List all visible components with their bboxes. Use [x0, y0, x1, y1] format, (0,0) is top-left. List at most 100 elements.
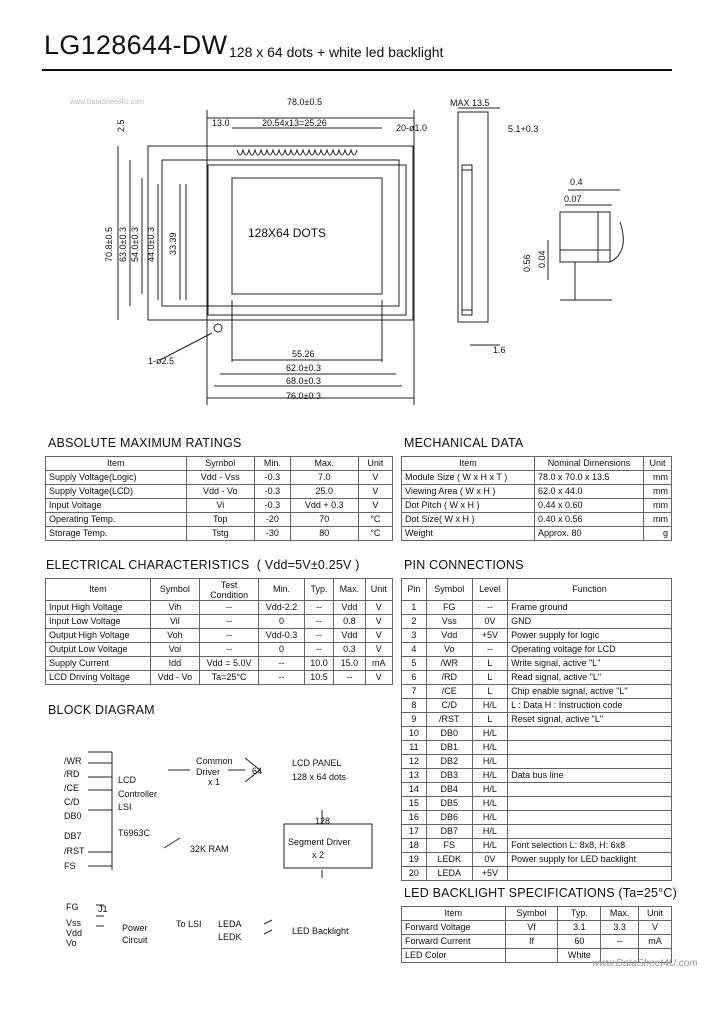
pin-cell: 8: [401, 698, 427, 713]
pin-cell: /RST: [425, 712, 473, 727]
pin-cell: 10: [401, 726, 427, 741]
block-title: BLOCK DIAGRAM: [48, 703, 155, 717]
page-title: LG128644-DW: [44, 30, 228, 60]
pin-cell: 20: [401, 866, 427, 881]
to-lsi: To LSI: [176, 919, 202, 929]
pin-cell: 18: [401, 838, 427, 853]
pin-cell: /WR: [425, 656, 473, 671]
pin-cell: FS: [425, 838, 473, 853]
backlight-label: LED Backlight: [292, 926, 349, 936]
common-64: 64: [252, 766, 262, 776]
pin-cell: 5: [401, 656, 427, 671]
hole-label: 1-ø2.5: [148, 356, 174, 366]
pin-cell: --: [471, 642, 509, 657]
signal-db7: DB7: [64, 831, 82, 841]
ledk: LEDK: [218, 932, 242, 942]
ctrl-chip: T6963C: [118, 828, 151, 838]
signal-wr: /WR: [64, 756, 82, 766]
pin-cell: Frame ground: [507, 600, 672, 615]
ram-label: 32K RAM: [190, 844, 229, 854]
pin-cell: +5V: [471, 628, 509, 643]
signal-rd: /RD: [64, 769, 80, 779]
dim-680: 68.0±0.3: [286, 376, 321, 386]
pin-cell: Vss: [425, 614, 473, 629]
pin-cell: [507, 810, 672, 825]
dim-620: 62.0±0.3: [286, 363, 321, 373]
pin-cell: 3: [401, 628, 427, 643]
pin-cell: DB6: [425, 810, 473, 825]
pin-cell: [507, 740, 672, 755]
leda: LEDA: [218, 919, 242, 929]
power-vdd: Vdd: [66, 928, 82, 938]
pin-cell: 0V: [471, 852, 509, 867]
panel-line1: LCD PANEL: [292, 758, 341, 768]
pin-cell: DB2: [425, 754, 473, 769]
pin-cell: 0V: [471, 614, 509, 629]
pin-cell: DB4: [425, 782, 473, 797]
pin-cell: DB5: [425, 796, 473, 811]
pin-cell: 16: [401, 810, 427, 825]
pin-cell: DB1: [425, 740, 473, 755]
led-title: LED BACKLIGHT SPECIFICATIONS (Ta=25°C): [404, 886, 677, 900]
ctrl-line2: Controller: [118, 789, 157, 799]
pin-cell: Vo: [425, 642, 473, 657]
signal-rst: /RST: [64, 846, 85, 856]
pin-cell: L: [471, 684, 509, 699]
block-diagram: /WR /RD /CE C/D DB0 DB7 /RST FS LCD Cont…: [64, 751, 373, 948]
dim-630: 63.0±0.3: [118, 227, 128, 262]
pin-cell: Read signal, active "L": [507, 670, 672, 685]
pin-cell: C/D: [425, 698, 473, 713]
pin-cell: L: [471, 670, 509, 685]
pin-cell: H/L: [471, 782, 509, 797]
pin-cell: H/L: [471, 754, 509, 769]
mechanical-drawing: 78.0±0.5 13.0 20.54x13=25.26 20-ø1.0 2.5…: [104, 97, 624, 405]
bezel-outline: [161, 159, 400, 307]
dim-holes: 20-ø1.0: [396, 123, 427, 133]
dim-540: 54.0±0.3: [130, 227, 140, 262]
pin-cell: H/L: [471, 838, 509, 853]
pin-cell: LEDK: [425, 852, 473, 867]
title-rule: [42, 69, 672, 71]
dim-5526: 55.26: [292, 349, 315, 359]
pin-cell: [507, 866, 672, 881]
power-line2: Circuit: [122, 935, 148, 945]
abs-max-title: ABSOLUTE MAXIMUM RATINGS: [48, 436, 242, 450]
power-line1: Power: [122, 923, 148, 933]
seg-line2: x 2: [312, 850, 324, 860]
dim-3339: 33.39: [168, 232, 178, 255]
pin-cell: 15: [401, 796, 427, 811]
pin-cell: DB0: [425, 726, 473, 741]
pin-cell: DB7: [425, 824, 473, 839]
pin-cell: Operating voltage for LCD: [507, 642, 672, 657]
dim-440: 44.0±0.3: [146, 227, 156, 262]
screen-label: 128X64 DOTS: [248, 226, 326, 240]
pin-cell: H/L: [471, 726, 509, 741]
pin-cell: --: [471, 600, 509, 615]
ctrl-line3: LSI: [118, 802, 132, 812]
pin-cell: L : Data H : Instruction code: [507, 698, 672, 713]
pin-cell: H/L: [471, 796, 509, 811]
pin-cell: Power supply for LED backlight: [507, 852, 672, 867]
common-line3: x 1: [208, 777, 220, 787]
signal-fs: FS: [64, 861, 76, 871]
ctrl-line1: LCD: [118, 775, 137, 785]
pin-cell: DB3: [425, 768, 473, 783]
